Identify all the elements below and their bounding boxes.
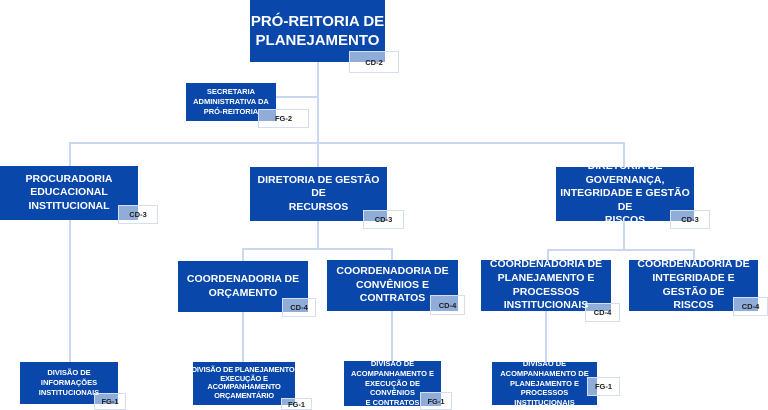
node-code-badge: CD-4 xyxy=(585,303,620,322)
connector-line xyxy=(623,221,625,250)
connector-line xyxy=(391,311,393,361)
connector-line xyxy=(242,248,393,250)
node-code-badge: FG-1 xyxy=(281,398,312,410)
connector-line xyxy=(69,142,71,166)
node-code-badge: FG-1 xyxy=(587,377,620,396)
connector-line xyxy=(545,311,547,362)
connector-line xyxy=(276,96,318,98)
node-code-badge: CD-2 xyxy=(349,51,399,73)
node-code-badge: FG-1 xyxy=(94,393,126,410)
node-code-badge: FG-1 xyxy=(420,392,452,410)
connector-line xyxy=(623,142,625,167)
connector-line xyxy=(547,249,549,260)
node-code-badge: CD-4 xyxy=(282,298,316,317)
connector-line xyxy=(242,312,244,362)
node-div-acomp-planejamento: DIVISÃO DE ACOMPANHAMENTO DE PLANEJAMENT… xyxy=(492,362,597,405)
connector-line xyxy=(69,220,71,362)
node-div-informacoes: DIVISÃO DE INFORMAÇÕES INSTITUCIONAIS xyxy=(20,362,118,404)
connector-line xyxy=(317,62,319,167)
node-pro-reitoria: PRÓ-REITORIA DE PLANEJAMENTO xyxy=(250,0,385,62)
connector-line xyxy=(69,142,625,144)
node-div-planejamento-execucao: DIVISÃO DE PLANEJAMENTO, EXECUÇÃO E ACOM… xyxy=(192,362,297,405)
connector-line xyxy=(242,248,244,261)
node-code-badge: CD-3 xyxy=(118,205,158,224)
node-coord-planejamento: COORDENADORIA DE PLANEJAMENTO E PROCESSO… xyxy=(481,260,611,311)
node-procuradoria: PROCURADORIA EDUCACIONAL INSTITUCIONAL xyxy=(0,166,138,220)
node-code-badge: CD-4 xyxy=(733,297,768,316)
node-code-badge: FG-2 xyxy=(258,109,309,128)
connector-line xyxy=(547,249,695,251)
node-code-badge: CD-3 xyxy=(363,210,404,229)
connector-line xyxy=(693,249,695,260)
connector-line xyxy=(317,221,319,248)
connector-line xyxy=(391,248,393,260)
node-code-badge: CD-4 xyxy=(430,295,465,315)
node-code-badge: CD-3 xyxy=(670,210,710,229)
